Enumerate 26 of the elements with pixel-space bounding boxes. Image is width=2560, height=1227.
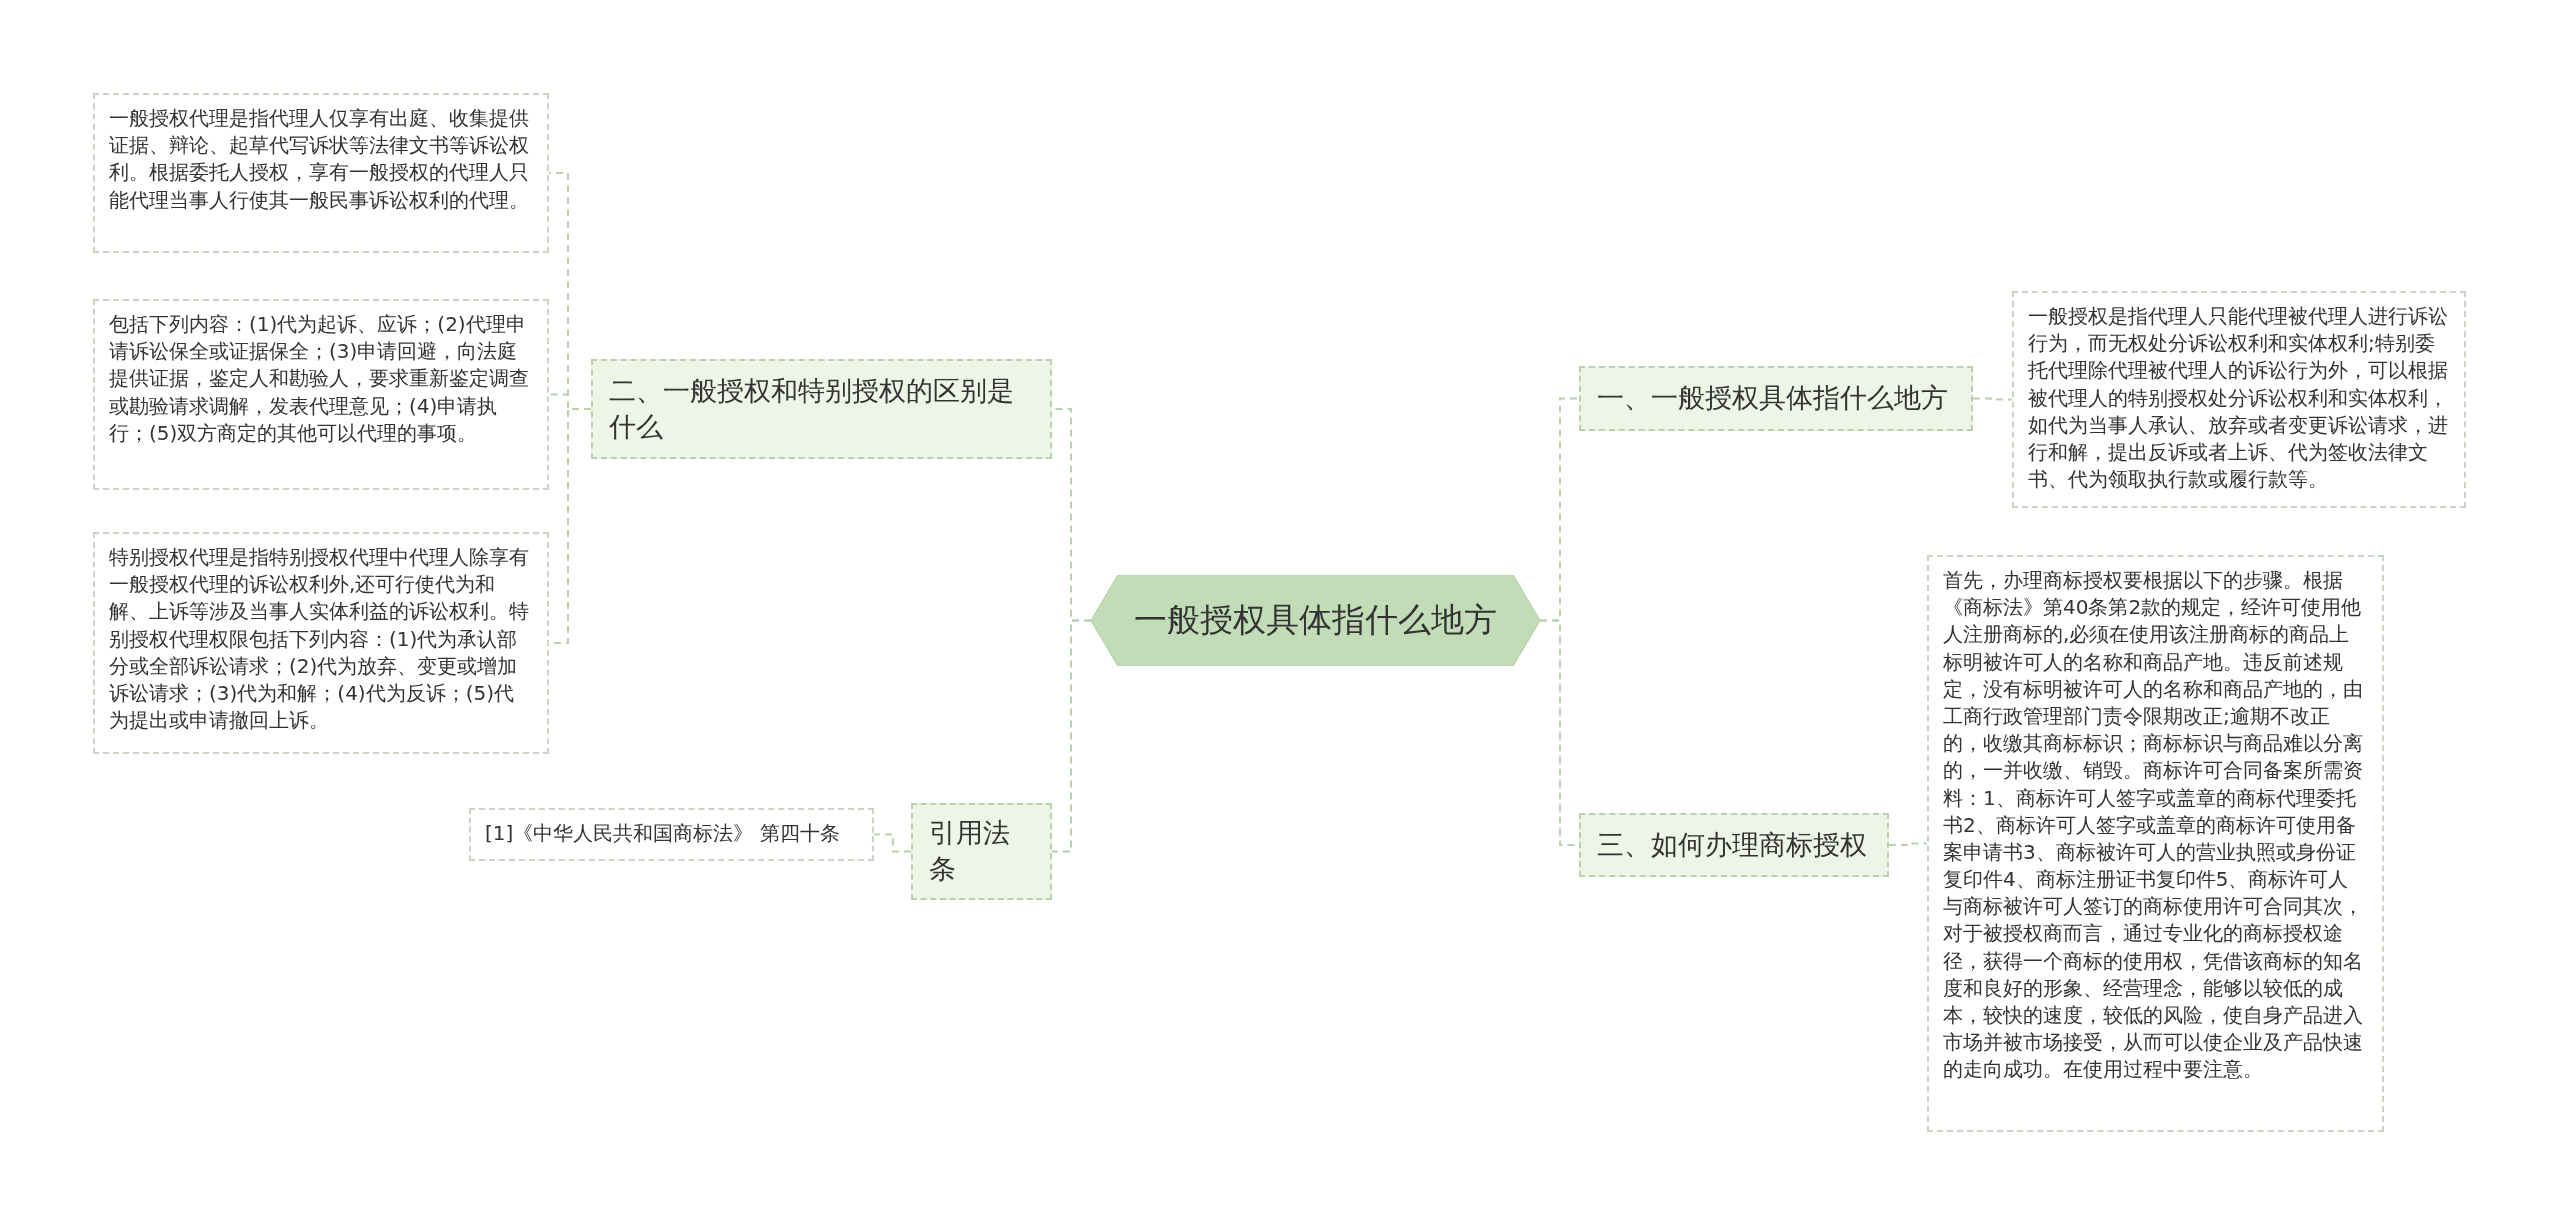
- note-text: 包括下列内容：(1)代为起诉、应诉；(2)代理申请诉讼保全或证据保全；(3)申请回避，向法庭提供证据，鉴定人和勘验人，要求重新鉴定调查或勘验请求调解，发表代理意见；(4)申请执行；(5)双方商定的其他可以代理的事项。: [109, 311, 530, 447]
- branch-text: 一、一般授权具体指什么地方: [1597, 381, 1948, 416]
- topic-text: 一般授权具体指什么地方: [1134, 599, 1497, 641]
- note-box: [93, 93, 549, 253]
- branch-box: [1579, 813, 1889, 877]
- branch-text: 二、一般授权和特别授权的区别是什么: [609, 373, 1015, 444]
- connector-line: [1051, 619, 1092, 853]
- connector-line: [873, 833, 912, 853]
- note-text: [1]《中华人民共和国商标法》 第四十条: [485, 820, 841, 847]
- branch-box: [591, 359, 1052, 459]
- branch-text: 三、如何办理商标授权: [1597, 827, 1867, 862]
- branch-box: [1579, 366, 1973, 431]
- note-text: 首先，办理商标授权要根据以下的步骤。根据《商标法》第40条第2款的规定，经许可使用他人注册商标的,必须在使用该注册商标的商品上标明被许可人的名称和商品产地。违反前述规定，没有标明被许可人的名称和商品产地的，由工商行政管理部门责令限期改正;逾期不改正的，收缴其商标标识；商标标识与商品难以分离的，一并收缴、销毁。商标许可合同备案所需资料：1、商标许可人签字或盖章的商标代理委托书2、商标许可人签字或盖章的商标许可使用备案申请书3、商标被许可人的营业执照或身份证复印件4、商标注册证书复印件5、商标许可人与商标被许可人签订的商标使用许可合同其次，对于被授权商而言，通过专业化的商标授权途径，获得一个商标的使用权，凭借该商标的知名度和良好的形象、经营理念，能够以较低的成本，较快的速度，较低的风险，使自身产品进入市场并被市场接受，从而可以使企业及产品快速的走向成功。在使用过程中要注意。: [1943, 567, 2364, 1084]
- note-box: [93, 532, 549, 754]
- branch-box: [911, 803, 1052, 900]
- note-box: [469, 808, 874, 861]
- branch-text: 引用法条: [929, 816, 1011, 887]
- note-box: [1927, 555, 2384, 1132]
- connector-line: [1888, 842, 1928, 846]
- note-text: 一般授权是指代理人只能代理被代理人进行诉讼行为，而无权处分诉讼权利和实体权利;特别委托代理除代理被代理人的诉讼行为外，可以根据被代理人的特别授权处分诉讼权利和实体权利，如代为当事人承认、放弃或者变更诉讼请求，进行和解，提出反诉或者上诉、代为签收法律文书、代为领取执行款或履行款等。: [2028, 303, 2449, 494]
- note-box: [93, 299, 549, 490]
- note-box: [2012, 291, 2466, 508]
- note-text: 一般授权代理是指代理人仅享有出庭、收集提供证据、辩论、起草代写诉状等法律文书等诉讼权利。根据委托人授权，享有一般授权的代理人只能代理当事人行使其一般民事诉讼权利的代理。: [109, 105, 530, 214]
- note-text: 特别授权代理是指特别授权代理中代理人除享有一般授权代理的诉讼权利外,还可行使代为和解、上诉等涉及当事人实体利益的诉讼权利。特别授权代理权限包括下列内容：(1)代为承认部分或全部诉讼请求；(2)代为放弃、变更或增加诉讼请求；(3)代为和解；(4)代为反诉；(5)代为提出或申请撤回上诉。: [109, 544, 530, 735]
- central-topic: [1091, 575, 1540, 666]
- connector-line: [1972, 397, 2013, 401]
